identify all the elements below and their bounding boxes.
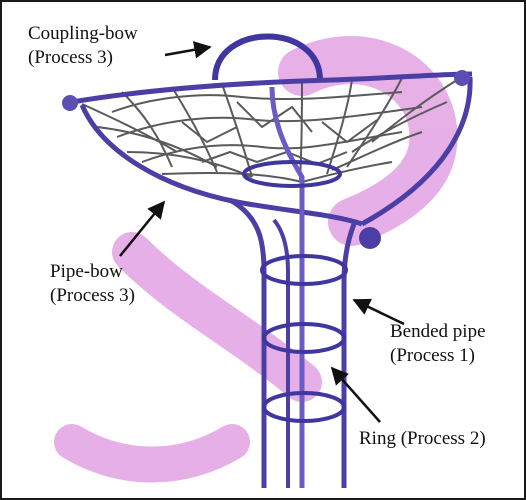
rim-cap-left <box>62 95 78 111</box>
label-bended-pipe: Bended pipe (Process 1) <box>390 320 486 368</box>
label-ring-name: Ring <box>359 428 396 449</box>
label-pipe-bow: Pipe-bow (Process 3) <box>50 260 135 308</box>
label-coupling-bow-process: (Process 3) <box>28 46 138 70</box>
label-pipe-bow-name: Pipe-bow <box>50 260 135 284</box>
label-pipe-bow-process: (Process 3) <box>50 284 135 308</box>
label-ring: Ring (Process 2) <box>359 427 486 451</box>
label-bended-pipe-name: Bended pipe <box>390 320 486 344</box>
label-coupling-bow: Coupling-bow (Process 3) <box>28 22 138 70</box>
rim-cap-right <box>454 70 470 86</box>
label-coupling-bow-name: Coupling-bow <box>28 22 138 46</box>
bended-pipe-right <box>344 224 354 488</box>
watermark-stroke-diagonal <box>132 252 302 382</box>
label-ring-process: (Process 2) <box>401 428 486 449</box>
bowl-joint-right <box>359 227 381 249</box>
arrow-coupling-bow <box>165 47 210 55</box>
watermark-stroke-lower <box>72 442 232 465</box>
label-bended-pipe-process: (Process 1) <box>390 344 486 368</box>
